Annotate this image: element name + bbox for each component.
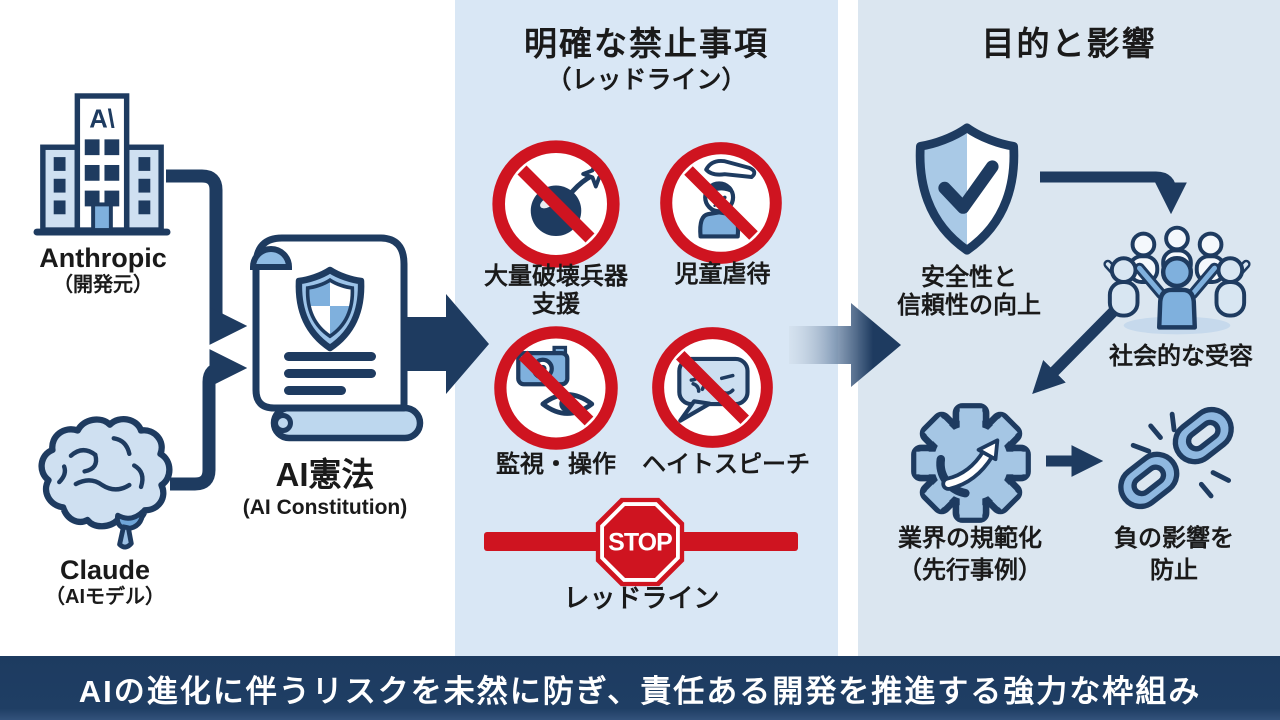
prohibition-ring (492, 140, 620, 268)
no-hate-speech-icon (652, 327, 773, 448)
purpose-title: 目的と影響 (981, 25, 1157, 62)
prohibitions-subtitle: （レッドライン） (546, 66, 747, 94)
checkmark (938, 160, 999, 214)
footer-banner: AIの進化に伴うリスクを未然に防ぎ、責任ある開発を推進する強力な枠組み (0, 656, 1280, 720)
safety-label-line1: 安全性と (921, 264, 1017, 291)
break-sparks (1130, 411, 1232, 499)
growth-arrow (945, 450, 992, 488)
broken-chain-icon (1118, 406, 1234, 510)
brain-stem (117, 524, 134, 550)
anthropic-subtitle: （開発元） (53, 274, 153, 296)
wmd-label-line2: 支援 (532, 291, 580, 318)
brain-icon (38, 415, 173, 550)
front-person (1134, 256, 1220, 330)
prohibition-slash (517, 165, 595, 243)
building-icon: A\ (33, 93, 171, 236)
redline-label: レッドライン (563, 583, 720, 613)
constitution-subtitle: (AI Constitution) (242, 496, 408, 519)
scroll-curl (249, 246, 293, 270)
prohibitions-title: 明確な禁止事項 (524, 25, 769, 62)
people-icon (1103, 225, 1251, 335)
constitution-title: AI憲法 (275, 456, 375, 493)
prohibition-slash (676, 351, 749, 424)
prohibition-ring (660, 142, 782, 264)
chain-links (1118, 406, 1234, 510)
shield-check-icon (915, 123, 1019, 255)
stop-text: STOP (608, 529, 672, 557)
tooth-joins (916, 408, 1026, 518)
checkered-shield (295, 266, 365, 352)
prohibition-slash (684, 166, 758, 240)
child-abuse-label: 児童虐待 (674, 261, 771, 288)
claude-title: Claude (59, 555, 151, 585)
prohibition-ring (652, 327, 773, 448)
scroll-shield-icon (249, 234, 424, 442)
wing-windows (53, 157, 151, 215)
no-child-abuse-icon (660, 142, 782, 264)
safety-label-line2: 信頼性の向上 (897, 292, 1041, 319)
prevent-negative-label-line2: 防止 (1150, 557, 1198, 584)
prohibition-ring (494, 326, 618, 450)
wmd-label-line1: 大量破壊兵器 (484, 263, 628, 290)
document-text-lines (284, 352, 376, 395)
no-wmd-icon (492, 140, 620, 268)
prevent-negative-label-line1: 負の影響を (1114, 525, 1234, 552)
hate-speech-label: ヘイトスピーチ (642, 451, 810, 478)
brain-folds (57, 436, 145, 492)
footer-text: AIの進化に伴うリスクを未然に防ぎ、責任ある開発を推進する強力な枠組み (78, 673, 1202, 709)
industry-standard-label-line1: 業界の規範化 (898, 525, 1042, 552)
side-people (1103, 256, 1251, 318)
anthropic-title: Anthropic (39, 243, 167, 273)
industry-standard-label-line2: （先行事例） (898, 557, 1042, 584)
claude-subtitle: （AIモデル） (45, 586, 165, 608)
surveillance-label: 監視・操作 (496, 451, 616, 478)
prohibition-slash (518, 350, 594, 426)
cerebellum (114, 508, 146, 532)
no-surveillance-icon (494, 326, 618, 450)
social-acceptance-label: 社会的な受容 (1109, 343, 1253, 370)
anthropic-logo: A\ (89, 106, 115, 134)
gear-growth-icon (911, 403, 1031, 523)
stop-sign-icon: STOP (595, 497, 685, 587)
door (91, 202, 113, 233)
